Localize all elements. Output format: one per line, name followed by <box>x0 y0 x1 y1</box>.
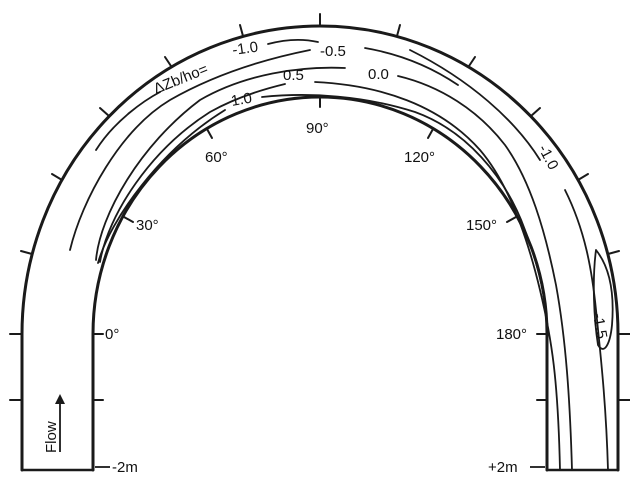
contour-label-0-0: 0.0 <box>368 66 389 83</box>
angle-label-180: 180° <box>496 326 527 343</box>
contour-1-0 <box>97 109 226 264</box>
inner-tick-marks <box>92 96 548 401</box>
contour-minus-1-0-left-b <box>267 38 319 45</box>
contour-label-minus-1-5: -1.5 <box>589 312 610 340</box>
outer-tick-marks <box>9 13 630 401</box>
angle-label-60: 60° <box>205 149 228 166</box>
contour-minus-1-5 <box>592 249 614 350</box>
angle-label-0: 0° <box>105 326 119 343</box>
contour-label-0-5: 0.5 <box>283 67 304 84</box>
angle-label-90: 90° <box>306 120 329 137</box>
inlet-section-label: -2m <box>112 459 138 476</box>
angle-label-150: 150° <box>466 217 497 234</box>
contour-0-0 <box>95 66 346 261</box>
outlet-section-label: +2m <box>488 459 518 476</box>
contour-minus-0-5 <box>69 49 311 251</box>
contour-label-prefix: ΔZb/ho= <box>151 60 211 97</box>
contour-lines <box>69 38 614 471</box>
angle-label-30: 30° <box>136 217 159 234</box>
contour-minus-0-5-b <box>364 47 459 86</box>
contour-0-0-b <box>397 75 573 471</box>
angle-label-120: 120° <box>404 149 435 166</box>
contour-label-minus-1-0-left: -1.0 <box>231 39 259 59</box>
contour-minus-1-0-right-b <box>564 189 609 471</box>
contour-1-0-b <box>261 94 549 335</box>
flow-label: Flow <box>43 421 60 453</box>
angle-labels: 0° 30° 60° 90° 120° 150° 180° <box>105 120 527 343</box>
contour-minus-1-0-left <box>95 91 161 151</box>
flow-indicator: Flow <box>43 394 65 453</box>
contour-0-5-b <box>314 81 561 471</box>
contour-label-minus-0-5: -0.5 <box>320 43 346 60</box>
contour-minus-1-0-right <box>409 49 541 161</box>
contour-label-1-0: 1.0 <box>230 90 253 110</box>
contour-0-5 <box>99 83 286 263</box>
flow-arrow-icon <box>55 394 65 404</box>
